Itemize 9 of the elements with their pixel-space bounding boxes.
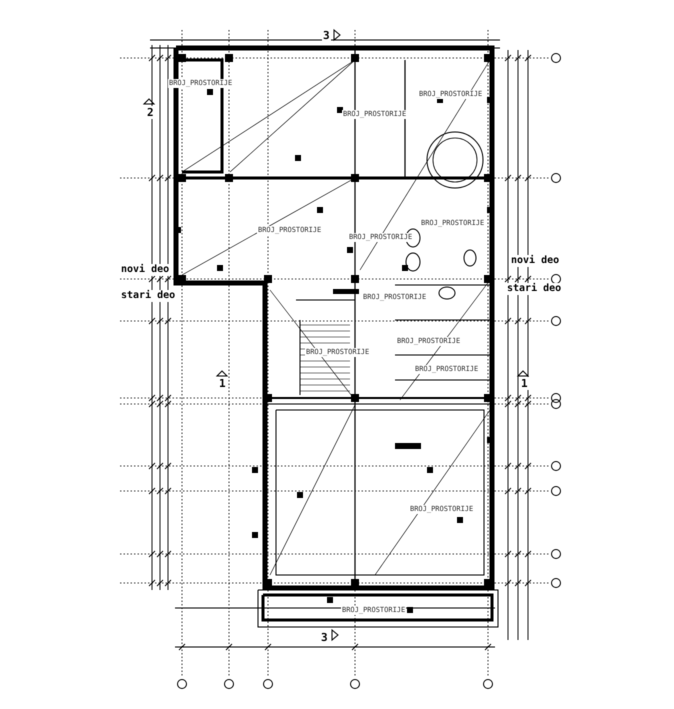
section-label: 1 — [218, 377, 227, 390]
section-label: 3 — [320, 631, 329, 644]
section-label: 2 — [146, 106, 155, 119]
building-part-label: novi deo — [120, 264, 170, 276]
building-part-label: novi deo — [510, 255, 560, 267]
section-label: 1 — [520, 377, 529, 390]
section-label: 3 — [322, 29, 331, 42]
building-part-label: stari deo — [506, 283, 562, 295]
building-part-label: stari deo — [120, 290, 176, 302]
